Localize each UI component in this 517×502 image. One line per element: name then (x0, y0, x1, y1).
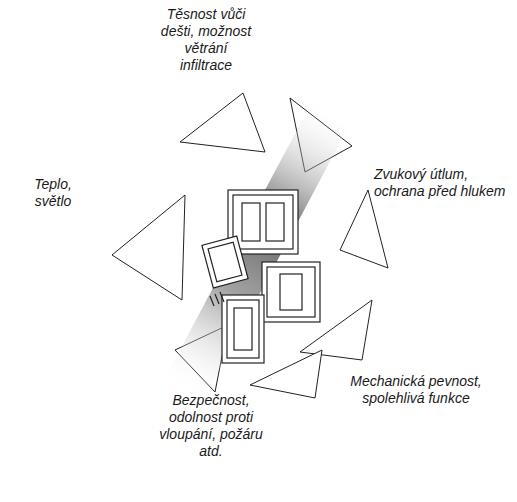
triangle (180, 93, 265, 152)
window (202, 236, 248, 288)
windows (202, 190, 320, 363)
marks (210, 292, 224, 306)
shaded-band (163, 98, 352, 401)
triangle (112, 195, 185, 300)
feature-label: Mechanická pevnost, spolehlivá funkce (350, 373, 482, 407)
triangle (340, 190, 388, 268)
feature-label: Zvukový útlum, ochrana před hlukem (374, 166, 510, 200)
triangle-ring (112, 93, 388, 398)
window (262, 262, 320, 322)
band (163, 98, 352, 401)
window (222, 295, 264, 363)
feature-label: Bezpečnost, odolnost proti vloupání, pož… (148, 392, 274, 460)
feature-label: Teplo, světlo (18, 176, 88, 210)
feature-label: Těsnost vůči dešti, možnost větrání infi… (160, 6, 252, 74)
